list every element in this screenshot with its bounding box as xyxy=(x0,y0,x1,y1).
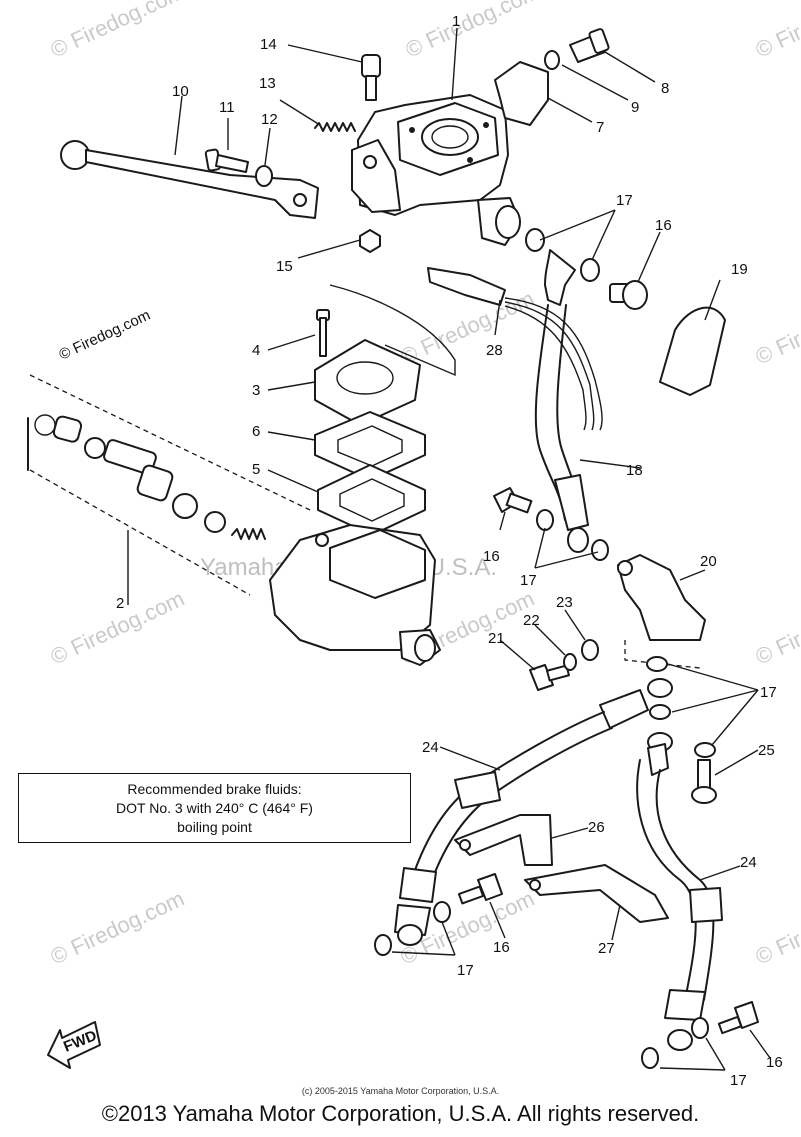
label-24a: 24 xyxy=(422,739,439,756)
diaphragm-5 xyxy=(317,464,426,536)
watermark-4: © Firedog.com xyxy=(397,286,539,370)
bolt-8 xyxy=(569,28,610,63)
washer-23 xyxy=(581,639,599,661)
washer-17d xyxy=(591,539,609,561)
label-23: 23 xyxy=(556,594,573,611)
label-14: 14 xyxy=(260,36,277,53)
washer-22 xyxy=(563,653,577,671)
diaphragm-plate-6 xyxy=(314,411,426,481)
label-8: 8 xyxy=(661,80,669,97)
bolt-25 xyxy=(691,759,717,804)
label-19: 19 xyxy=(731,261,748,278)
bolt-14 xyxy=(361,54,381,101)
label-16a: 16 xyxy=(655,217,672,234)
collar-12 xyxy=(255,165,273,187)
watermark-9: © Firedog.com xyxy=(47,886,189,970)
label-17c: 17 xyxy=(760,684,777,701)
note-line-2: DOT No. 3 with 240° C (464° F) xyxy=(116,799,313,816)
master-cylinder-body-lower xyxy=(269,524,441,666)
label-9: 9 xyxy=(631,99,639,116)
clamp-7 xyxy=(494,61,549,126)
label-18: 18 xyxy=(626,462,643,479)
brake-joint-20 xyxy=(617,554,706,641)
label-7: 7 xyxy=(596,119,604,136)
label-10: 10 xyxy=(172,83,189,100)
washer-17a xyxy=(525,228,545,252)
union-bolt-16d xyxy=(717,1001,759,1035)
label-4: 4 xyxy=(252,342,260,359)
note-line-1: Recommended brake fluids: xyxy=(127,780,302,797)
watermark-8: © Firedog.com xyxy=(752,586,801,670)
label-20: 20 xyxy=(700,553,717,570)
label-28: 28 xyxy=(486,342,503,359)
label-5: 5 xyxy=(252,461,260,478)
boot-19 xyxy=(659,306,726,396)
part-labels: 1 2 3 4 5 6 7 8 9 10 11 12 13 14 15 16 1… xyxy=(116,13,783,1089)
bolt-21 xyxy=(529,664,570,691)
spring-13 xyxy=(314,122,356,132)
washer-9 xyxy=(544,50,560,70)
copyright-footer: ©2013 Yamaha Motor Corporation, U.S.A. A… xyxy=(101,1101,700,1126)
label-17a: 17 xyxy=(616,192,633,209)
piston-kit-2 xyxy=(34,414,266,540)
washer-17b xyxy=(580,258,600,282)
label-15: 15 xyxy=(276,258,293,275)
watermark-2: © Firedog.com xyxy=(402,0,544,63)
label-2: 2 xyxy=(116,595,124,612)
label-17e: 17 xyxy=(730,1072,747,1089)
brake-lever-10 xyxy=(60,140,319,219)
union-bolt-16c xyxy=(457,873,503,905)
washer-17f xyxy=(649,704,671,720)
watermark-1: © Firedog.com xyxy=(47,0,189,63)
screw-4 xyxy=(316,309,330,357)
fwd-arrow: FWD xyxy=(47,1021,101,1069)
bracket-27 xyxy=(524,864,669,923)
brake-hose-24-right xyxy=(636,732,723,1069)
bracket-26 xyxy=(454,814,553,866)
brake-hose-18 xyxy=(534,249,589,553)
leader-lines xyxy=(127,27,771,1071)
label-16d: 16 xyxy=(766,1054,783,1071)
label-25: 25 xyxy=(758,742,775,759)
label-22: 22 xyxy=(523,612,540,629)
bolt-11 xyxy=(204,148,249,173)
label-27: 27 xyxy=(598,940,615,957)
label-13: 13 xyxy=(259,75,276,92)
washer-17c xyxy=(536,509,554,531)
label-16b: 16 xyxy=(483,548,500,565)
label-11: 11 xyxy=(219,99,235,116)
brake-switch-28 xyxy=(427,267,603,431)
watermark-5: © Firedog.com xyxy=(752,286,801,370)
union-bolt-16a xyxy=(609,280,648,310)
watermark-11: © Firedog.com xyxy=(752,886,801,970)
label-6: 6 xyxy=(252,423,260,440)
watermark-dark: © Firedog.com xyxy=(57,307,154,364)
label-26: 26 xyxy=(588,819,605,836)
master-cylinder-top xyxy=(351,94,521,246)
label-12: 12 xyxy=(261,111,278,128)
brake-hose-24-left xyxy=(374,678,673,956)
union-bolt-16b xyxy=(493,487,533,514)
label-21: 21 xyxy=(488,630,505,647)
reservoir-cap-3 xyxy=(314,339,421,426)
label-3: 3 xyxy=(252,382,260,399)
washer-17e xyxy=(646,656,668,672)
small-copyright: (c) 2005-2015 Yamaha Motor Corporation, … xyxy=(301,1086,500,1096)
label-24b: 24 xyxy=(740,854,757,871)
watermark-3: © Firedog.com xyxy=(752,0,801,63)
label-16c: 16 xyxy=(493,939,510,956)
brake-fluid-note: Recommended brake fluids: DOT No. 3 with… xyxy=(18,773,411,843)
note-line-3: boiling point xyxy=(177,818,252,835)
label-17b: 17 xyxy=(520,572,537,589)
label-17d: 17 xyxy=(457,962,474,979)
label-1: 1 xyxy=(452,13,460,30)
washer-17g xyxy=(694,742,716,758)
nut-15 xyxy=(359,229,381,253)
